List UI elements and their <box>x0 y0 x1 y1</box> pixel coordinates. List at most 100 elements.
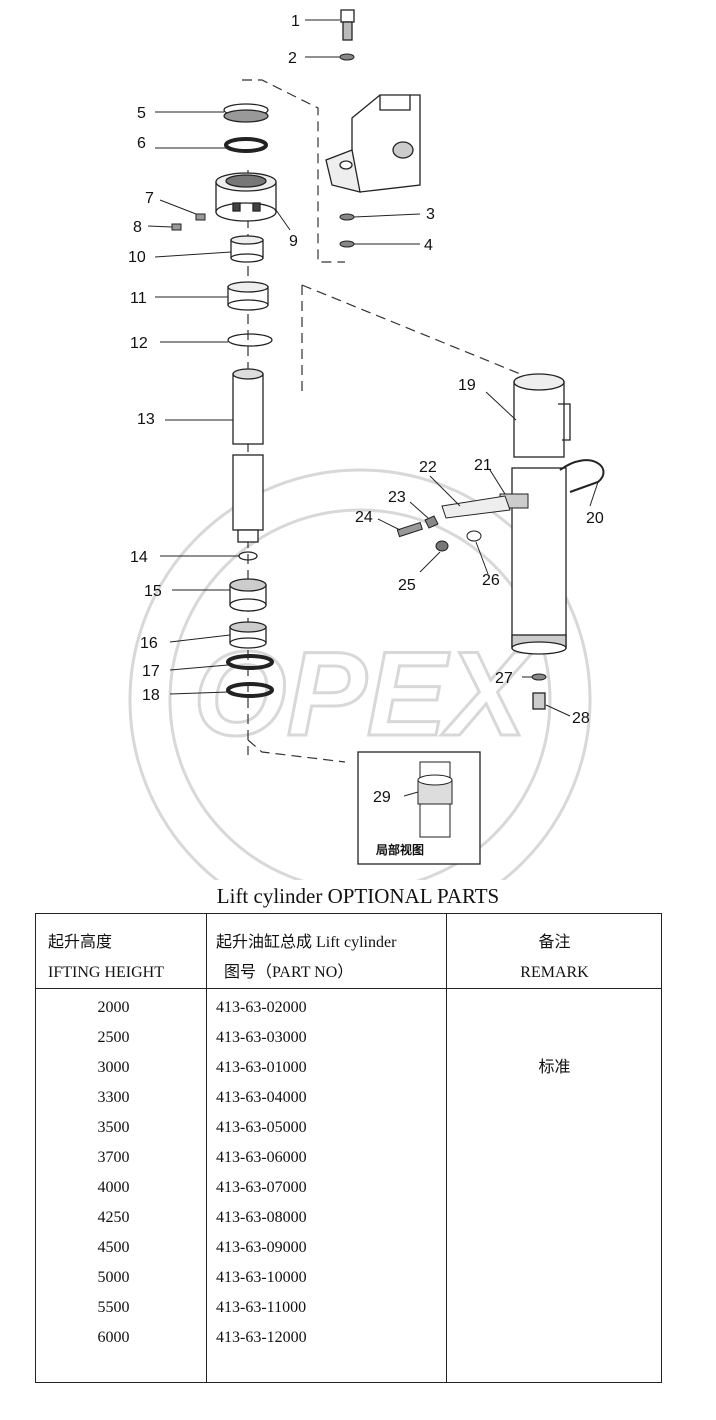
column-divider-2 <box>446 914 447 1382</box>
column-divider-1 <box>206 914 207 1382</box>
table-row: 3500 413-63-05000 <box>36 1113 661 1143</box>
header-part-no-cn: 起升油缸总成 Lift cylinder <box>216 934 397 951</box>
callout-25: 25 <box>398 577 416 594</box>
washer-part-27 <box>531 673 547 681</box>
nut-part-23 <box>424 515 439 529</box>
bushing-part-11 <box>227 281 269 311</box>
header-part-no-en: 图号（PART NO） <box>224 964 354 981</box>
lifting-height-cell: 5500 <box>97 1299 130 1316</box>
nut-part-9 <box>215 172 277 222</box>
callout-20: 20 <box>586 510 604 527</box>
callout-14: 14 <box>130 549 148 566</box>
cylinder-tube-part-19 <box>511 373 571 655</box>
lifting-height-cell: 4250 <box>97 1209 130 1226</box>
callout-18: 18 <box>142 687 160 704</box>
inset-label: 局部视图 <box>376 842 424 857</box>
leader-lines <box>147 19 599 797</box>
nut-part-25 <box>435 540 449 552</box>
table-row: 3000 413-63-01000 <box>36 1053 661 1083</box>
table-row: 6000 413-63-12000 <box>36 1323 661 1353</box>
callout-1: 1 <box>291 13 300 30</box>
remark-cell: 标准 <box>538 1059 571 1076</box>
callout-6: 6 <box>137 135 146 152</box>
bushing-part-10 <box>230 235 264 263</box>
lifting-height-cell: 3300 <box>97 1089 130 1106</box>
callout-21: 21 <box>474 457 492 474</box>
lifting-height-cell: 4500 <box>97 1239 130 1256</box>
fitting-part-28 <box>532 692 546 710</box>
part-no-cell: 413-63-07000 <box>216 1179 307 1196</box>
pipe-part-20 <box>559 459 605 493</box>
callout-15: 15 <box>144 583 162 600</box>
callout-16: 16 <box>140 635 158 652</box>
lifting-height-cell: 3000 <box>97 1059 130 1076</box>
callout-27: 27 <box>495 670 513 687</box>
piston-rod-part-13 <box>232 368 264 543</box>
ring-part-6 <box>224 137 268 153</box>
callout-3: 3 <box>426 206 435 223</box>
table-title: Lift cylinder OPTIONAL PARTS <box>216 884 500 908</box>
callout-13: 13 <box>137 411 155 428</box>
ring-part-18 <box>226 682 274 698</box>
table-row: 2000 413-63-02000 <box>36 993 661 1023</box>
table-row: 3300 413-63-04000 <box>36 1083 661 1113</box>
header-divider <box>36 988 661 989</box>
part-no-cell: 413-63-01000 <box>216 1059 307 1076</box>
bolt-part-1 <box>340 9 355 41</box>
table-row: 4000 413-63-07000 <box>36 1173 661 1203</box>
table-row: 3700 413-63-06000 <box>36 1143 661 1173</box>
part-no-cell: 413-63-06000 <box>216 1149 307 1166</box>
lifting-height-cell: 3500 <box>97 1119 130 1136</box>
optional-parts-table: 起升高度 IFTING HEIGHT 起升油缸总成 Lift cylinder … <box>35 913 662 1383</box>
lifting-height-cell: 6000 <box>97 1329 130 1346</box>
header-remark-cn: 备注 <box>538 934 571 951</box>
callout-7: 7 <box>145 190 154 207</box>
part-no-cell: 413-63-10000 <box>216 1269 307 1286</box>
part-no-cell: 413-63-09000 <box>216 1239 307 1256</box>
header-part-no: 起升油缸总成 Lift cylinder 图号（PART NO） <box>216 928 396 988</box>
lifting-height-cell: 5000 <box>97 1269 130 1286</box>
callout-19: 19 <box>458 377 476 394</box>
part-no-cell: 413-63-08000 <box>216 1209 307 1226</box>
part-no-cell: 413-63-12000 <box>216 1329 307 1346</box>
callout-12: 12 <box>130 335 148 352</box>
part-no-cell: 413-63-03000 <box>216 1029 307 1046</box>
exploded-parts-diagram: OPEX <box>128 9 605 880</box>
callout-24: 24 <box>355 509 373 526</box>
bushing-part-16 <box>229 621 267 649</box>
plate-part-22 <box>441 495 511 519</box>
part-no-cell: 413-63-02000 <box>216 999 307 1016</box>
pin-part-7 <box>195 213 206 221</box>
callout-5: 5 <box>137 105 146 122</box>
inset-detail-view <box>357 751 481 865</box>
table-row: 4500 413-63-09000 <box>36 1233 661 1263</box>
callout-26: 26 <box>482 572 500 589</box>
header-remark: 备注 REMARK <box>446 928 663 988</box>
part-no-cell: 413-63-05000 <box>216 1119 307 1136</box>
piston-part-15 <box>229 578 267 612</box>
lifting-height-cell: 3700 <box>97 1149 130 1166</box>
header-lifting-height: 起升高度 IFTING HEIGHT <box>48 928 164 988</box>
pin-part-8 <box>171 223 182 231</box>
header-lifting-height-en: IFTING HEIGHT <box>48 964 164 981</box>
callout-23: 23 <box>388 489 406 506</box>
washer-part-3 <box>339 213 355 221</box>
seal-part-5 <box>223 103 269 123</box>
header-lifting-height-cn: 起升高度 <box>48 934 113 951</box>
callout-11: 11 <box>130 290 147 307</box>
callout-labels: 1 2 3 4 5 6 7 8 9 10 11 12 13 14 15 16 1… <box>128 13 604 806</box>
lifting-height-cell: 2000 <box>97 999 130 1016</box>
callout-29: 29 <box>373 789 391 806</box>
callout-17: 17 <box>142 663 160 680</box>
callout-4: 4 <box>424 237 433 254</box>
bolt-part-24 <box>396 521 423 538</box>
part-no-cell: 413-63-04000 <box>216 1089 307 1106</box>
washer-part-4 <box>339 240 355 248</box>
table-row: 4250 413-63-08000 <box>36 1203 661 1233</box>
callout-10: 10 <box>128 249 146 266</box>
lifting-height-cell: 2500 <box>97 1029 130 1046</box>
part-no-cell: 413-63-11000 <box>216 1299 307 1316</box>
table-row: 5500 413-63-11000 <box>36 1293 661 1323</box>
ring-part-17 <box>226 654 274 670</box>
lifting-height-cell: 4000 <box>97 1179 130 1196</box>
